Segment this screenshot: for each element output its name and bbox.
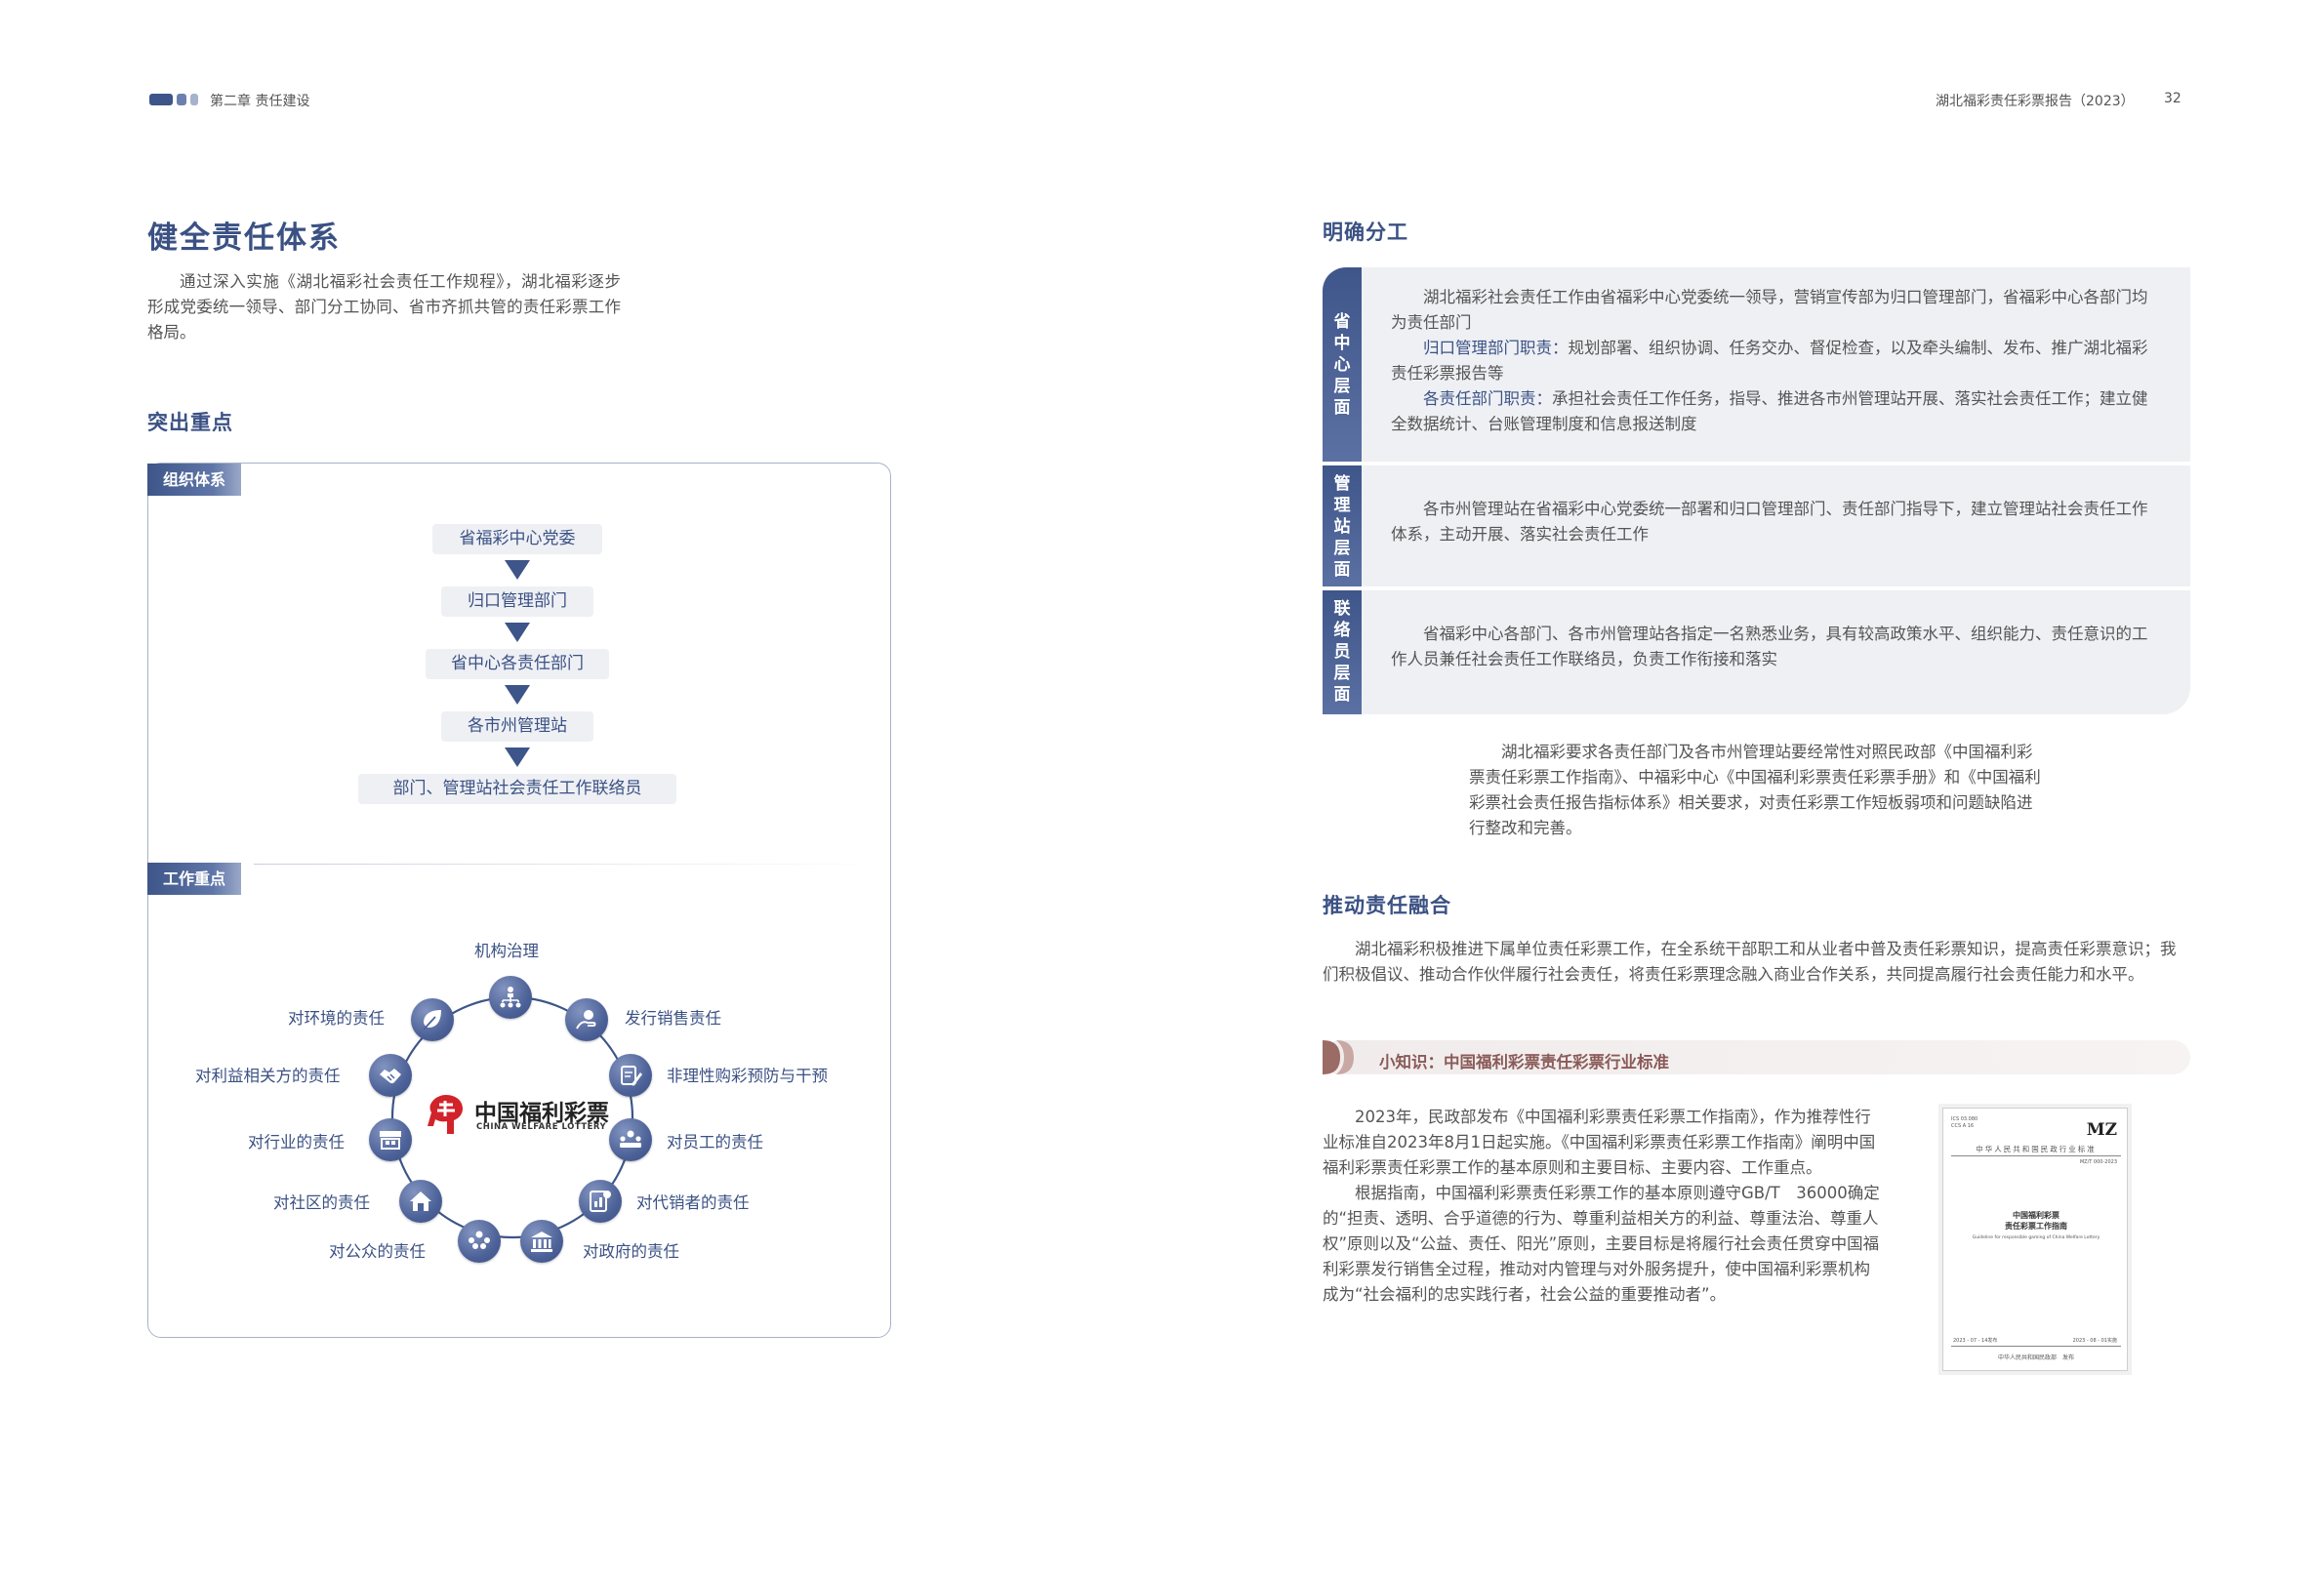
requirement-note: 湖北福彩要求各责任部门及各市州管理站要经常性对照民政部《中国福利彩票责任彩票工作… (1469, 740, 2045, 841)
liaison-desc: 省福彩中心各部门、各市州管理站各指定一名熟悉业务，具有较高政策水平、组织能力、责… (1391, 625, 2148, 668)
flow-node-management-dept: 归口管理部门 (441, 586, 593, 617)
handshake-icon (369, 1054, 412, 1097)
cover-title-line2: 责任彩票工作指南 (2005, 1222, 2067, 1231)
fusion-text: 湖北福彩积极推进下属单位责任彩票工作，在全系统干部职工和从业者中普及责任彩票知识… (1323, 940, 2177, 984)
leaf-icon (411, 998, 454, 1041)
cycle-label-environment: 对环境的责任 (288, 1009, 385, 1028)
cover-ics-code: ICS 03.080 (1951, 1116, 1978, 1122)
cover-english-title: Guideline for responsible gaming of Chin… (1972, 1235, 2100, 1240)
government-building-icon (520, 1220, 563, 1263)
row-liaison-bg (1323, 590, 2190, 714)
cycle-label-government: 对政府的责任 (583, 1242, 679, 1261)
cover-issue-date: 2023 - 07 - 14发布 (1953, 1338, 1998, 1344)
tab-station-level: 管理站层面 (1323, 465, 1362, 586)
header-report-title: 湖北福彩责任彩票报告（2023） (1936, 94, 2135, 109)
fusion-paragraph: 湖北福彩积极推进下属单位责任彩票工作，在全系统干部职工和从业者中普及责任彩票知识… (1323, 937, 2190, 988)
cycle-label-irrational-prevention: 非理性购彩预防与干预 (667, 1067, 828, 1085)
tip-content: 2023年，民政部发布《中国福利彩票责任彩票工作指南》，作为推荐性行业标准自20… (1323, 1105, 1884, 1308)
people-group-icon (458, 1220, 501, 1263)
station-desc: 各市州管理站在省福彩中心党委统一部署和归口管理部门、责任部门指导下，建立管理站社… (1391, 500, 2148, 544)
flow-arrow-icon (505, 748, 530, 767)
tab-station-level-label: 管理站层面 (1333, 474, 1351, 580)
page-title: 健全责任体系 (147, 221, 341, 256)
cycle-label-governance: 机构治理 (474, 942, 539, 960)
tab-center-level-label: 省中心层面 (1333, 312, 1351, 418)
center-duty-management: 归口管理部门职责：规划部署、组织协调、任务交办、督促检查，以及牵头编制、发布、推… (1391, 336, 2162, 386)
dept-duty-label: 各责任部门职责： (1423, 389, 1552, 408)
house-icon (399, 1180, 442, 1223)
hand-coin-icon (565, 998, 608, 1041)
cover-bottom-rule (1951, 1346, 2121, 1347)
flow-node-liaison: 部门、管理站社会责任工作联络员 (358, 774, 676, 804)
flow-arrow-icon (505, 560, 530, 580)
center-duty-depts: 各责任部门职责：承担社会责任工作任务，指导、推进各市州管理站开展、落实社会责任工… (1391, 386, 2162, 437)
tip-paragraph-1: 2023年，民政部发布《中国福利彩票责任彩票工作指南》，作为推荐性行业标准自20… (1323, 1108, 1876, 1177)
header-mark-bar-2 (177, 94, 186, 105)
intro-text: 通过深入实施《湖北福彩社会责任工作规程》，湖北福彩逐步形成党委统一领导、部门分工… (147, 272, 621, 342)
section-division-title: 明确分工 (1323, 221, 1408, 244)
shop-icon (369, 1118, 412, 1161)
flow-arrow-icon (505, 685, 530, 705)
tab-liaison-level: 联络员层面 (1323, 590, 1362, 714)
staff-meeting-icon (609, 1118, 652, 1161)
header-mark-bar-1 (149, 94, 173, 105)
tab-liaison-level-label: 联络员层面 (1333, 599, 1351, 705)
cover-impl-date: 2023 - 08 - 01实施 (2072, 1338, 2117, 1344)
dept-duty-text: 承担社会责任工作任务，指导、推进各市州管理站开展、落实社会责任工作；建立健全数据… (1391, 389, 2148, 433)
flow-node-city-stations: 各市州管理站 (441, 711, 593, 742)
tab-center-level: 省中心层面 (1323, 267, 1362, 462)
row-liaison-text: 省福彩中心各部门、各市州管理站各指定一名熟悉业务，具有较高政策水平、组织能力、责… (1391, 622, 2162, 672)
center-desc: 湖北福彩社会责任工作由省福彩中心党委统一领导，营销宣传部为归口管理部门，省福彩中… (1391, 288, 2148, 332)
management-duty-label: 归口管理部门职责： (1423, 339, 1569, 357)
cycle-label-employees: 对员工的责任 (667, 1133, 763, 1152)
flow-arrow-icon (505, 623, 530, 642)
cycle-label-industry: 对行业的责任 (248, 1133, 345, 1152)
row-station-bg (1323, 465, 2190, 586)
section-divider (254, 864, 888, 865)
tip-marker-icon (1323, 1040, 1354, 1074)
row-center-text: 湖北福彩社会责任工作由省福彩中心党委统一领导，营销宣传部为归口管理部门，省福彩中… (1391, 285, 2162, 437)
org-system-tag: 组织体系 (147, 464, 242, 496)
knowledge-tip-title: 小知识：中国福利彩票责任彩票行业标准 (1379, 1053, 1669, 1071)
cover-ccs-code: CCS A 16 (1951, 1123, 1975, 1129)
intro-paragraph: 通过深入实施《湖北福彩社会责任工作规程》，湖北福彩逐步形成党委统一领导、部门分工… (147, 269, 621, 345)
cycle-label-stakeholders: 对利益相关方的责任 (195, 1067, 341, 1085)
lottery-logo-icon (428, 1095, 463, 1134)
management-duty-text: 规划部署、组织协调、任务交办、督促检查，以及牵头编制、发布、推广湖北福彩责任彩票… (1391, 339, 2148, 383)
tip-paragraph-2: 根据指南，中国福利彩票责任彩票工作的基本原则遵守GB/T 36000确定的“担责… (1323, 1184, 1880, 1304)
cover-publisher: 中华人民共和国民政部 发布 (1997, 1354, 2074, 1361)
clipboard-pen-icon (609, 1054, 652, 1097)
welfare-lottery-logo: 中国福利彩票 CHINA WELFARE LOTTERY (424, 1091, 609, 1140)
logo-cn-text: 中国福利彩票 (474, 1101, 609, 1126)
work-focus-tag: 工作重点 (147, 863, 242, 895)
document-chart-icon (579, 1180, 622, 1223)
logo-en-text: CHINA WELFARE LOTTERY (476, 1122, 607, 1132)
cover-rule-line (1951, 1155, 2121, 1156)
cover-org-name: 中华人民共和国民政行业标准 (1976, 1145, 2097, 1153)
header-chapter: 第二章 责任建设 (210, 94, 310, 109)
cover-mz-mark: MZ (2086, 1120, 2117, 1140)
org-chart-icon (489, 976, 532, 1019)
flow-node-party-committee: 省福彩中心党委 (432, 524, 602, 554)
row-station-text: 各市州管理站在省福彩中心党委统一部署和归口管理部门、责任部门指导下，建立管理站社… (1391, 497, 2162, 547)
row-center-bg (1323, 267, 2190, 462)
header-mark-bar-3 (190, 94, 198, 105)
cycle-label-community: 对社区的责任 (273, 1193, 370, 1212)
cycle-label-public: 对公众的责任 (329, 1242, 426, 1261)
flow-node-responsible-depts: 省中心各责任部门 (426, 649, 609, 679)
section-fusion-title: 推动责任融合 (1323, 894, 1451, 917)
cover-title-line1: 中国福利彩票 (2013, 1211, 2059, 1220)
cycle-label-sales-responsibility: 发行销售责任 (625, 1009, 721, 1028)
knowledge-tip-bar (1323, 1040, 2190, 1074)
page-number: 32 (2164, 91, 2181, 106)
standard-cover-image: ICS 03.080 CCS A 16 MZ 中华人民共和国民政行业标准 MZ/… (1942, 1108, 2128, 1371)
section-highlight-title: 突出重点 (147, 411, 233, 434)
requirement-note-text: 湖北福彩要求各责任部门及各市州管理站要经常性对照民政部《中国福利彩票责任彩票工作… (1469, 743, 2041, 837)
cover-std-number: MZ/T 000-2023 (2079, 1159, 2117, 1165)
cycle-label-retailers: 对代销者的责任 (636, 1193, 750, 1212)
